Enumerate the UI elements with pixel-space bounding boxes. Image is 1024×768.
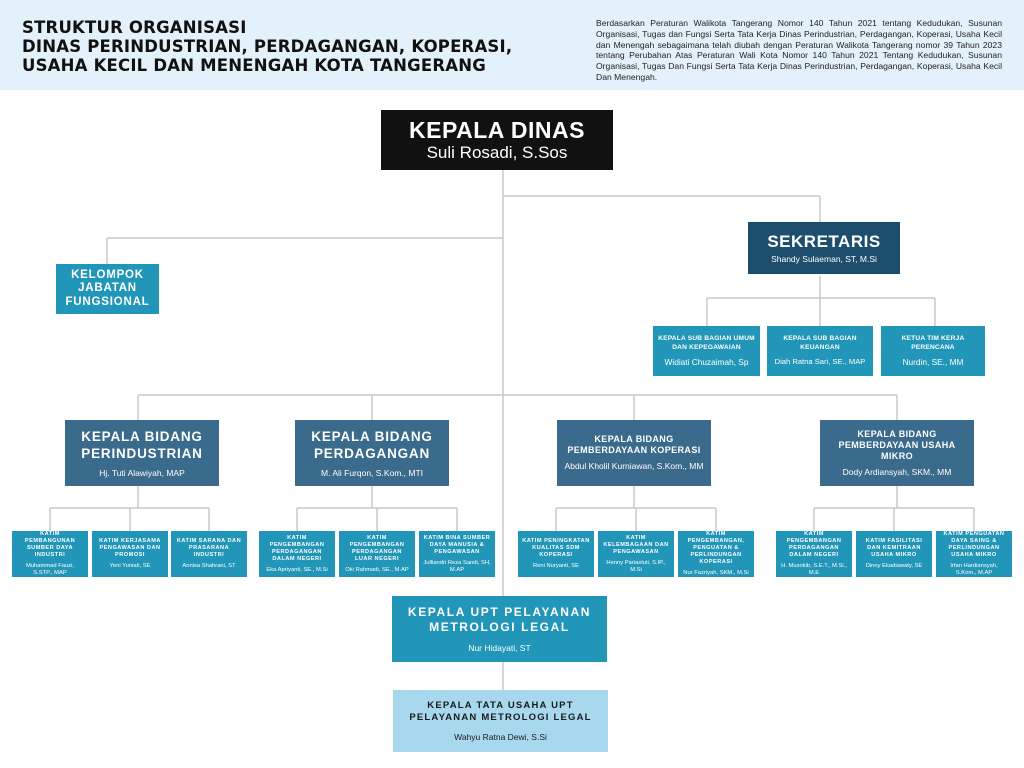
katim-title: KATIM PENGEMBANGAN PERDAGANGAN DALAM NEG…: [269, 534, 325, 562]
subbag-keuangan-name: Diah Ratna Sari, SE., MAP: [774, 357, 866, 366]
katim-name: Oki Rahmadi, SE., M.AP: [345, 566, 409, 573]
subbag-keuangan-title: KEPALA SUB BAGIAN KEUANGAN: [783, 335, 857, 351]
perencana-title: KETUA TIM KERJA PERENCANA: [901, 335, 965, 351]
katim-title: KATIM KERJASAMA PENGAWASAN DAN PROMOSI: [99, 538, 161, 558]
bidang-perindustrian-title: KEPALA BIDANG PERINDUSTRIAN: [81, 428, 203, 461]
tata-usaha-title: KEPALA TATA USAHA UPT PELAYANAN METROLOG…: [409, 699, 592, 723]
katim-name: Julliandri Reza Sandi, SH, M.AP: [423, 559, 491, 573]
katim-box: KATIM PENGEMBANGAN PERDAGANGAN LUAR NEGE…: [339, 531, 415, 577]
katim-title: KATIM FASILITASI DAN KEMITRAAN USAHA MIK…: [865, 538, 923, 558]
bidang-koperasi-name: Abdul Kholil Kurniawan, S.Kom., MM: [564, 461, 704, 471]
katim-box: KATIM PENINGKATAN KUALITAS SDM KOPERASI …: [518, 531, 594, 577]
upt-title: KEPALA UPT PELAYANAN METROLOGI LEGAL: [407, 604, 592, 634]
katim-name: Irfan Hardiansyah, S.Kom., M.AP: [950, 563, 998, 576]
katim-box: KATIM FASILITASI DAN KEMITRAAN USAHA MIK…: [856, 531, 932, 577]
perencana-name: Nurdin, SE., MM: [902, 357, 964, 367]
katim-name: Yeni Yuniati, SE: [109, 563, 151, 569]
katim-name: Muhammad Fauzi, S.STP., MAP: [25, 563, 74, 576]
katim-title: KATIM PENGEMBANGAN, PENGUATAN & PERLINDU…: [687, 531, 745, 565]
katim-box: KATIM PENGEMBANGAN PERDAGANGAN DALAM NEG…: [259, 531, 335, 577]
katim-box: KATIM PENGUATAN DAYA SAING & PERLINDUNGA…: [936, 531, 1012, 577]
bidang-koperasi-title: KEPALA BIDANG PEMBERDAYAAN KOPERASI: [567, 434, 701, 455]
katim-box: KATIM KELEMBAGAAN DAN PENGAWASAN Henny P…: [598, 531, 674, 577]
katim-box: KATIM PENGEMBANGAN PERDAGANGAN DALAM NEG…: [776, 531, 852, 577]
sekretaris-box: SEKRETARIS Shandy Sulaeman, ST, M.Si: [748, 222, 900, 274]
katim-title: KATIM PENGUATAN DAYA SAING & PERLINDUNGA…: [943, 531, 1005, 558]
legal-basis-text: Berdasarkan Peraturan Walikota Tangerang…: [596, 18, 1002, 82]
title-line-2: DINAS PERINDUSTRIAN, PERDAGANGAN, KOPERA…: [22, 37, 513, 56]
katim-box: KATIM KERJASAMA PENGAWASAN DAN PROMOSI Y…: [92, 531, 168, 577]
bidang-koperasi-box: KEPALA BIDANG PEMBERDAYAAN KOPERASI Abdu…: [557, 420, 711, 486]
katim-name: Reni Nuryanti, SE: [532, 563, 580, 569]
kepala-dinas-box: KEPALA DINAS Suli Rosadi, S.Sos: [381, 110, 613, 170]
bidang-perdagangan-title: KEPALA BIDANG PERDAGANGAN: [311, 428, 433, 461]
bidang-perdagangan-box: KEPALA BIDANG PERDAGANGAN M. Ali Furqon,…: [295, 420, 449, 486]
subbag-keuangan-box: KEPALA SUB BAGIAN KEUANGAN Diah Ratna Sa…: [767, 326, 873, 376]
katim-title: KATIM PENGEMBANGAN PERDAGANGAN LUAR NEGE…: [349, 534, 405, 562]
upt-box: KEPALA UPT PELAYANAN METROLOGI LEGAL Nur…: [392, 596, 607, 662]
title-line-3: USAHA KECIL DAN MENENGAH KOTA TANGERANG: [22, 56, 486, 75]
katim-box: KATIM BINA SUMBER DAYA MANUSIA & PENGAWA…: [419, 531, 495, 577]
bidang-perindustrian-name: Hj. Tuti Alawiyah, MAP: [99, 467, 185, 478]
katim-box: KATIM PEMBANGUNAN SUMBER DAYA INDUSTRI M…: [12, 531, 88, 577]
katim-name: H. Musokib, S.E.T., M.Si., M.E: [781, 563, 847, 576]
bidang-usaha-mikro-box: KEPALA BIDANG PEMBERDAYAAN USAHA MIKRO D…: [820, 420, 974, 486]
fungsional-title: KELOMPOK JABATAN FUNGSIONAL: [65, 268, 150, 308]
katim-box: KATIM PENGEMBANGAN, PENGUATAN & PERLINDU…: [678, 531, 754, 577]
subbag-umum-box: KEPALA SUB BAGIAN UMUM DAN KEPEGAWAIAN W…: [653, 326, 760, 376]
bidang-perdagangan-name: M. Ali Furqon, S.Kom., MTI: [320, 467, 424, 478]
bidang-usaha-mikro-title: KEPALA BIDANG PEMBERDAYAAN USAHA MIKRO: [838, 428, 956, 461]
tata-usaha-name: Wahyu Ratna Dewi, S.Si: [454, 731, 547, 742]
katim-box: KATIM SARANA DAN PRASARANA INDUSTRI Anni…: [171, 531, 247, 577]
subbag-umum-name: Widiati Chuzaimah, Sp: [664, 357, 749, 367]
perencana-box: KETUA TIM KERJA PERENCANA Nurdin, SE., M…: [881, 326, 985, 376]
kepala-dinas-name: Suli Rosadi, S.Sos: [426, 143, 568, 162]
upt-name: Nur Hidayati, ST: [468, 642, 531, 653]
katim-name: Dinny Ekadiawaty, SE: [865, 563, 923, 569]
katim-title: KATIM PENGEMBANGAN PERDAGANGAN DALAM NEG…: [786, 531, 842, 558]
katim-name: Eka Apriyanti, SE., M.Si: [266, 566, 328, 573]
subbag-umum-title: KEPALA SUB BAGIAN UMUM DAN KEPEGAWAIAN: [658, 335, 755, 351]
katim-title: KATIM BINA SUMBER DAYA MANUSIA & PENGAWA…: [423, 534, 491, 555]
sekretaris-name: Shandy Sulaeman, ST, M.Si: [771, 253, 877, 264]
katim-name: Nur Fazriyah, SKM., M.Si: [683, 570, 749, 576]
title-line-1: STRUKTUR ORGANISASI: [22, 18, 247, 37]
bidang-usaha-mikro-name: Dody Ardiansyah, SKM., MM: [842, 466, 952, 477]
page-title: STRUKTUR ORGANISASI DINAS PERINDUSTRIAN,…: [22, 18, 582, 75]
sekretaris-title: SEKRETARIS: [767, 231, 881, 251]
katim-name: Henny Pariastuti, S.IP., M.Si: [606, 559, 666, 573]
katim-name: Annisa Shahrani, ST: [182, 563, 236, 569]
tata-usaha-box: KEPALA TATA USAHA UPT PELAYANAN METROLOG…: [393, 690, 608, 752]
kepala-dinas-title: KEPALA DINAS: [409, 117, 585, 143]
katim-title: KATIM SARANA DAN PRASARANA INDUSTRI: [176, 538, 242, 558]
bidang-perindustrian-box: KEPALA BIDANG PERINDUSTRIAN Hj. Tuti Ala…: [65, 420, 219, 486]
katim-title: KATIM KELEMBAGAAN DAN PENGAWASAN: [603, 534, 669, 555]
fungsional-box: KELOMPOK JABATAN FUNGSIONAL: [56, 264, 159, 314]
katim-title: KATIM PENINGKATAN KUALITAS SDM KOPERASI: [522, 538, 590, 558]
header-band: STRUKTUR ORGANISASI DINAS PERINDUSTRIAN,…: [0, 0, 1024, 90]
katim-title: KATIM PEMBANGUNAN SUMBER DAYA INDUSTRI: [24, 531, 76, 558]
